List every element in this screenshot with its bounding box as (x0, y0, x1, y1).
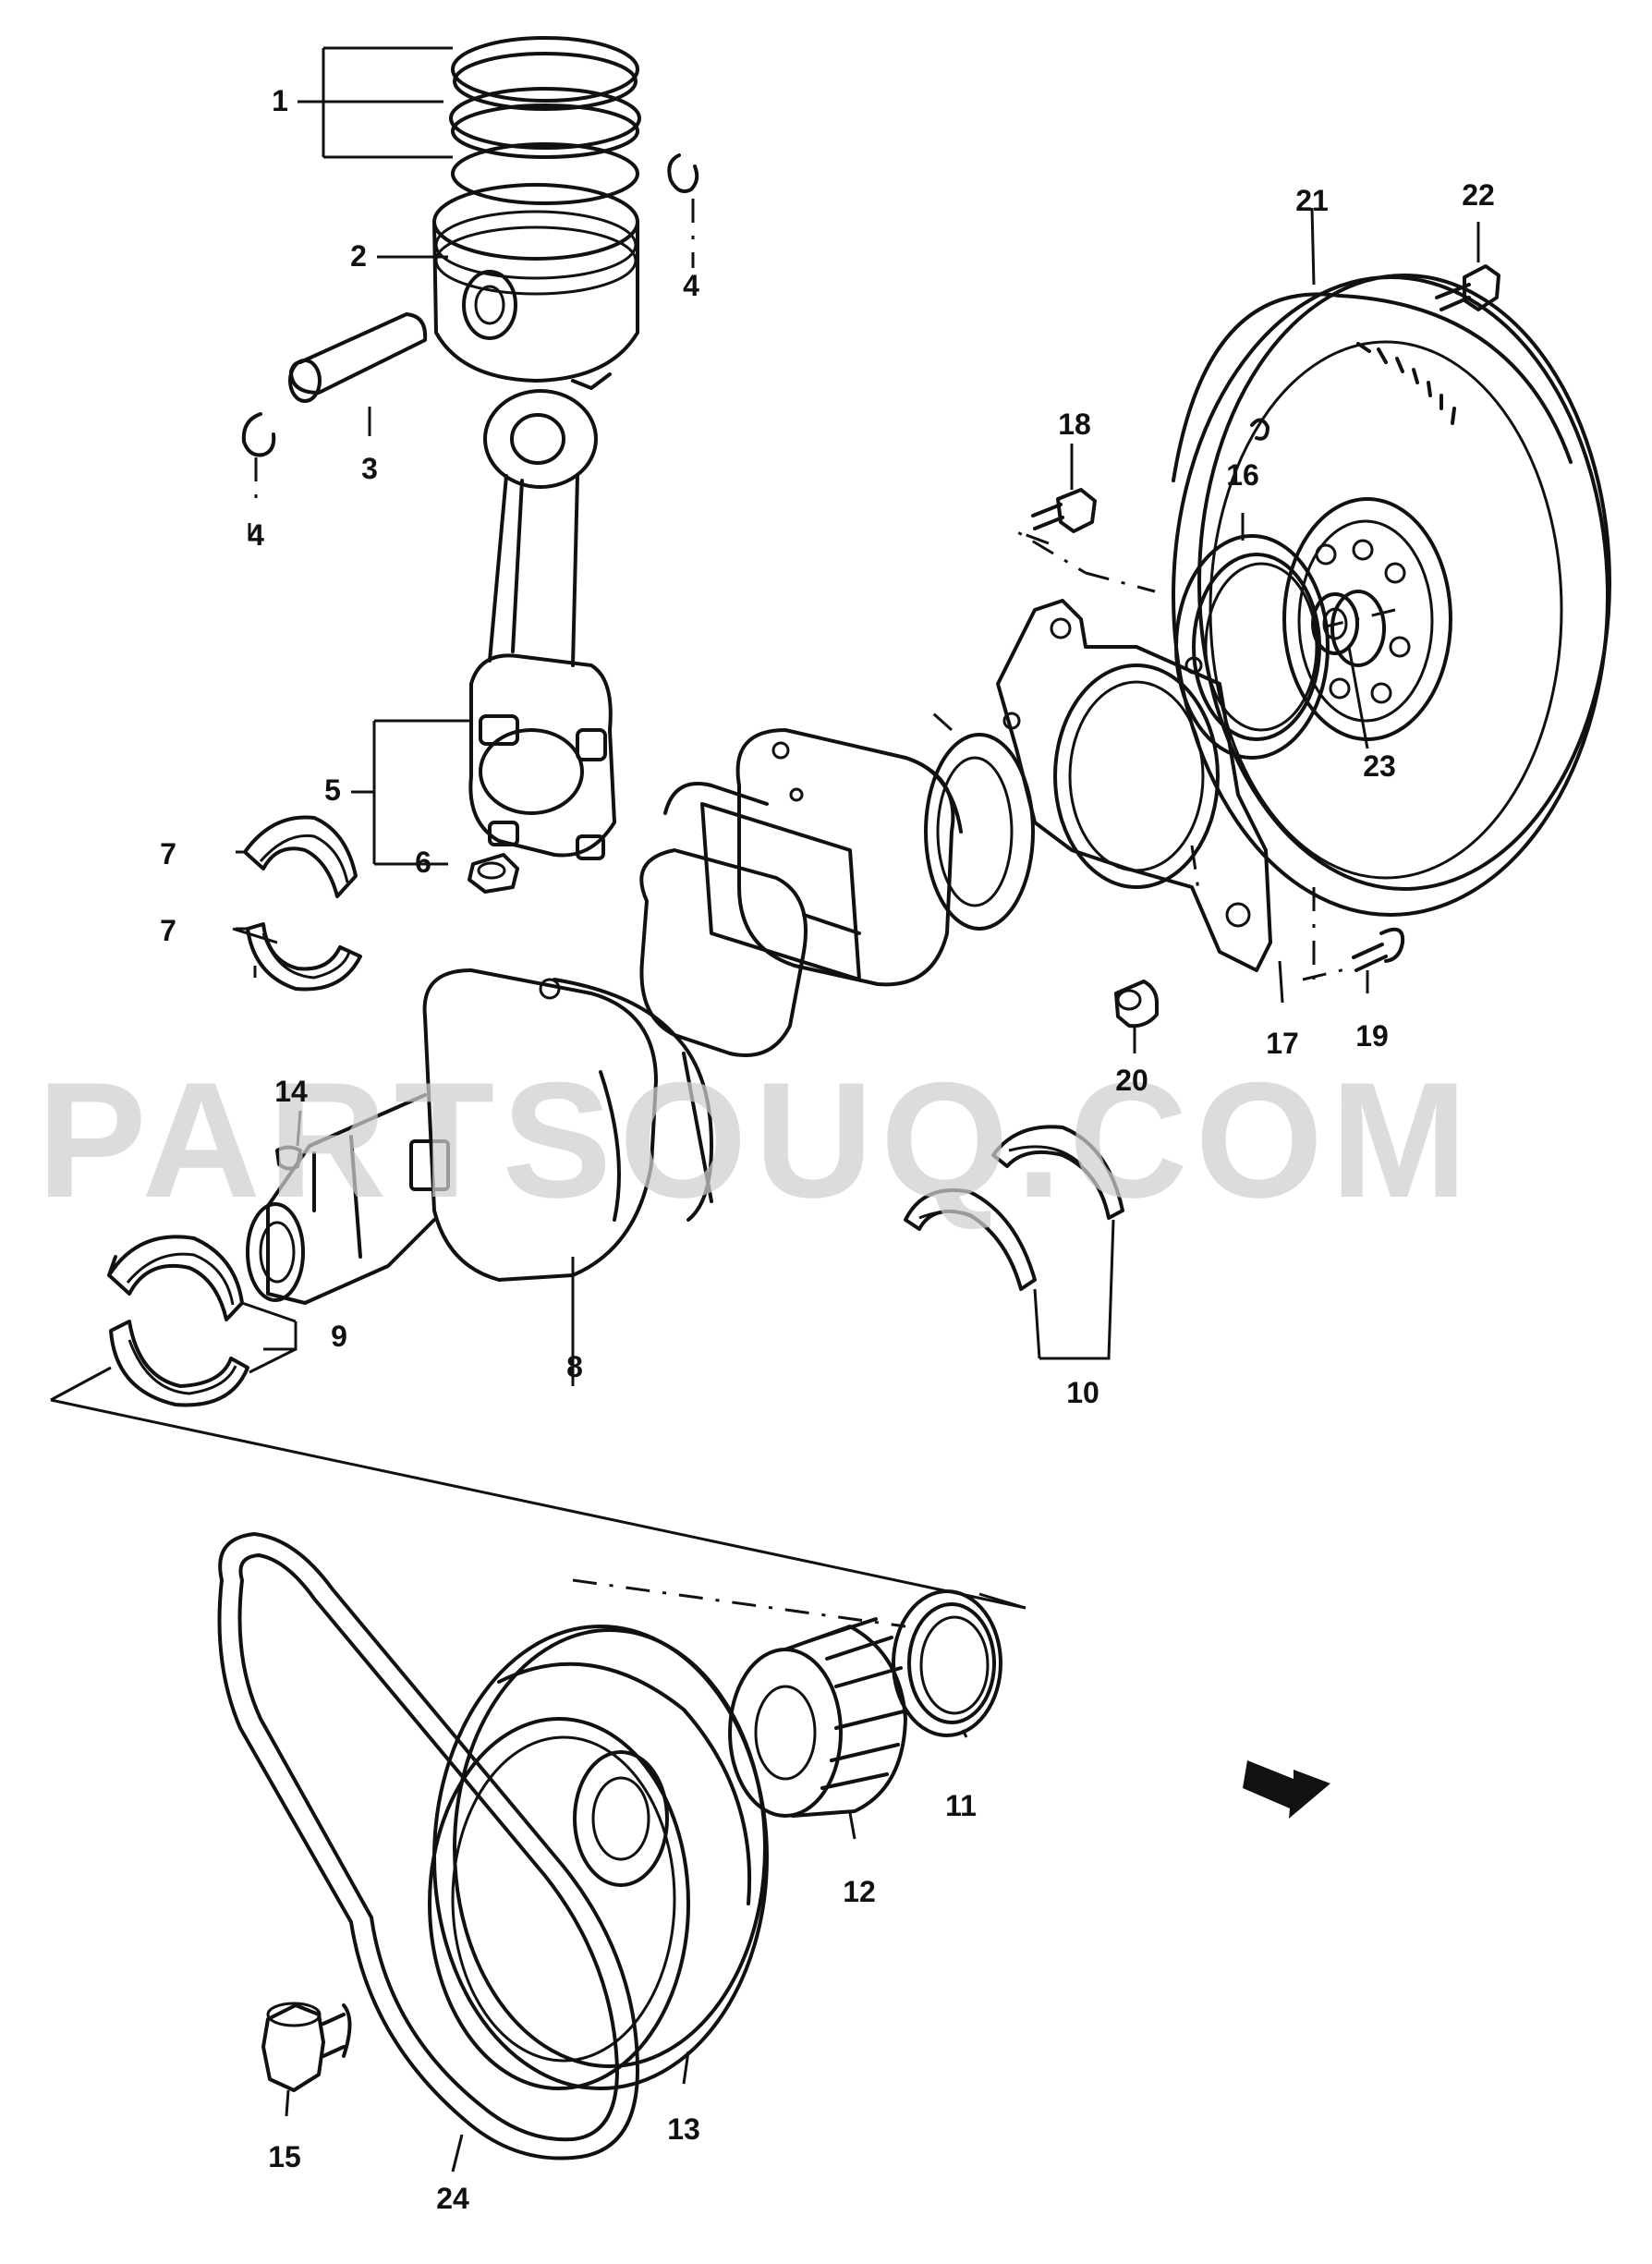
leader-lines (232, 46, 1480, 2173)
pulley-bolt-drawing (261, 2002, 352, 2092)
piston-rings-drawing (449, 36, 641, 205)
callout-3: 3 (361, 452, 378, 485)
woodruff-key-drawing (275, 1145, 302, 1171)
callout-7-upper: 7 (160, 837, 176, 870)
callout-1: 1 (272, 84, 288, 117)
circlip-right-drawing (667, 153, 699, 193)
main-bearing-upper-drawing (107, 1235, 244, 1321)
callout-10: 10 (1066, 1376, 1099, 1409)
piston-pin-drawing (288, 312, 428, 403)
crankshaft-drawing (246, 728, 1035, 1305)
callout-6: 6 (415, 846, 431, 879)
rod-bearing-lower-drawing (246, 922, 362, 992)
callout-8: 8 (566, 1350, 583, 1383)
callout-4-left: 4 (248, 518, 264, 552)
callout-21: 21 (1295, 184, 1329, 217)
callout-17: 17 (1266, 1027, 1299, 1060)
callout-18: 18 (1058, 408, 1091, 441)
thrust-washer-upper-drawing (991, 1125, 1124, 1220)
callout-14: 14 (274, 1075, 308, 1108)
housing-bolt-19-drawing (1352, 927, 1405, 972)
callout-5: 5 (324, 773, 341, 807)
callout-19: 19 (1355, 1019, 1389, 1053)
callout-24: 24 (436, 2182, 469, 2215)
callout-15: 15 (268, 2140, 301, 2173)
section-bracket-lines (50, 1366, 1026, 1628)
oil-seal-housing-drawing (996, 599, 1272, 972)
callout-23: 23 (1363, 749, 1396, 783)
timing-sprocket-drawing (728, 1617, 907, 1818)
flywheel-bolt-drawing (1435, 264, 1500, 311)
watermark-text: PARTSOUQ.COM (37, 1048, 1475, 1232)
front-oil-seal-drawing (892, 1589, 1002, 1737)
callout-13: 13 (667, 2112, 700, 2146)
housing-bolt-18-drawing (1031, 488, 1097, 533)
callout-2: 2 (350, 239, 367, 273)
circlip-left-drawing (241, 412, 276, 457)
flywheel-drawing (1172, 274, 1611, 917)
callout-16: 16 (1226, 458, 1259, 492)
rod-nut-drawing (468, 853, 519, 894)
callout-22: 22 (1462, 178, 1495, 212)
thrust-washer-lower-drawing (904, 1188, 1037, 1291)
v-belt-drawing (217, 1532, 639, 2161)
pilot-bearing-drawing (1311, 592, 1359, 655)
crank-pulley-drawing (428, 1625, 769, 2090)
rod-bearing-upper-drawing (243, 815, 358, 898)
dowel-drawing (1114, 980, 1159, 1029)
callout-20: 20 (1115, 1064, 1148, 1097)
connecting-rod-drawing (468, 389, 616, 860)
callout-11: 11 (945, 1789, 977, 1822)
callout-4-right: 4 (683, 269, 699, 302)
callout-7-lower: 7 (160, 914, 176, 947)
alignment-lines (254, 199, 1396, 981)
callout-9: 9 (331, 1320, 347, 1353)
piston-drawing (432, 183, 639, 390)
callout-12: 12 (843, 1875, 876, 1908)
fwd-arrow-icon (1243, 1760, 1330, 1819)
main-bearing-lower-drawing (109, 1320, 249, 1407)
